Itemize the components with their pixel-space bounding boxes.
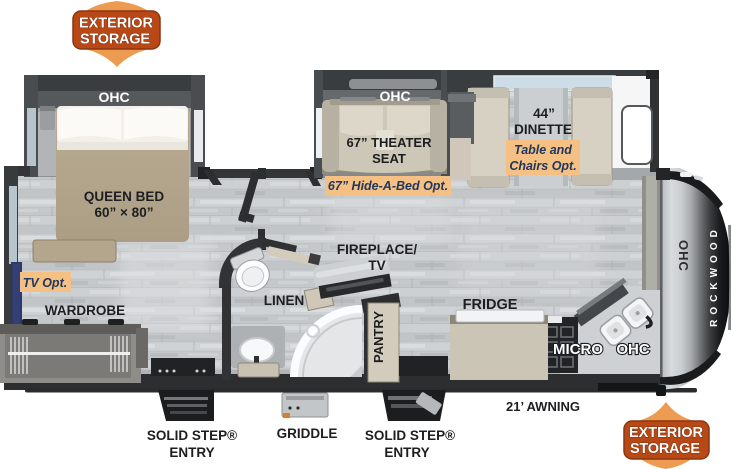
svg-text:67” THEATER: 67” THEATER: [347, 135, 433, 150]
svg-text:STORAGE: STORAGE: [630, 441, 700, 457]
svg-text:67” Hide-A-Bed Opt.: 67” Hide-A-Bed Opt.: [328, 179, 448, 193]
svg-text:EXTERIOR: EXTERIOR: [629, 425, 704, 441]
svg-text:Table and: Table and: [514, 143, 572, 157]
svg-text:PANTRY: PANTRY: [371, 311, 386, 363]
svg-text:ROCKWOOD: ROCKWOOD: [709, 225, 720, 327]
svg-text:QUEEN BED: QUEEN BED: [84, 189, 165, 204]
svg-text:OHC: OHC: [98, 89, 129, 105]
svg-text:Chairs Opt.: Chairs Opt.: [509, 159, 576, 173]
svg-text:MICRO: MICRO: [553, 341, 603, 358]
svg-text:DINETTE: DINETTE: [514, 122, 572, 137]
svg-text:21’ AWNING: 21’ AWNING: [506, 399, 580, 414]
svg-text:OHC: OHC: [676, 240, 691, 272]
svg-text:LINEN: LINEN: [264, 293, 305, 308]
svg-text:STORAGE: STORAGE: [80, 32, 150, 48]
svg-text:60” × 80”: 60” × 80”: [95, 205, 154, 220]
svg-text:ENTRY: ENTRY: [169, 445, 214, 460]
svg-text:FIREPLACE/: FIREPLACE/: [337, 242, 418, 257]
svg-text:44”: 44”: [533, 106, 555, 121]
svg-text:ENTRY: ENTRY: [384, 445, 429, 460]
svg-text:TV: TV: [368, 258, 385, 273]
svg-text:SOLID STEP®: SOLID STEP®: [365, 428, 455, 443]
svg-text:OHC: OHC: [379, 88, 410, 104]
svg-text:TV Opt.: TV Opt.: [23, 276, 67, 290]
svg-text:OHC: OHC: [616, 341, 650, 358]
svg-text:SOLID STEP®: SOLID STEP®: [147, 428, 237, 443]
svg-text:GRIDDLE: GRIDDLE: [277, 426, 338, 441]
svg-text:FRIDGE: FRIDGE: [463, 297, 518, 313]
svg-text:EXTERIOR: EXTERIOR: [79, 16, 154, 32]
svg-text:SEAT: SEAT: [372, 151, 406, 166]
svg-text:WARDROBE: WARDROBE: [45, 303, 125, 318]
